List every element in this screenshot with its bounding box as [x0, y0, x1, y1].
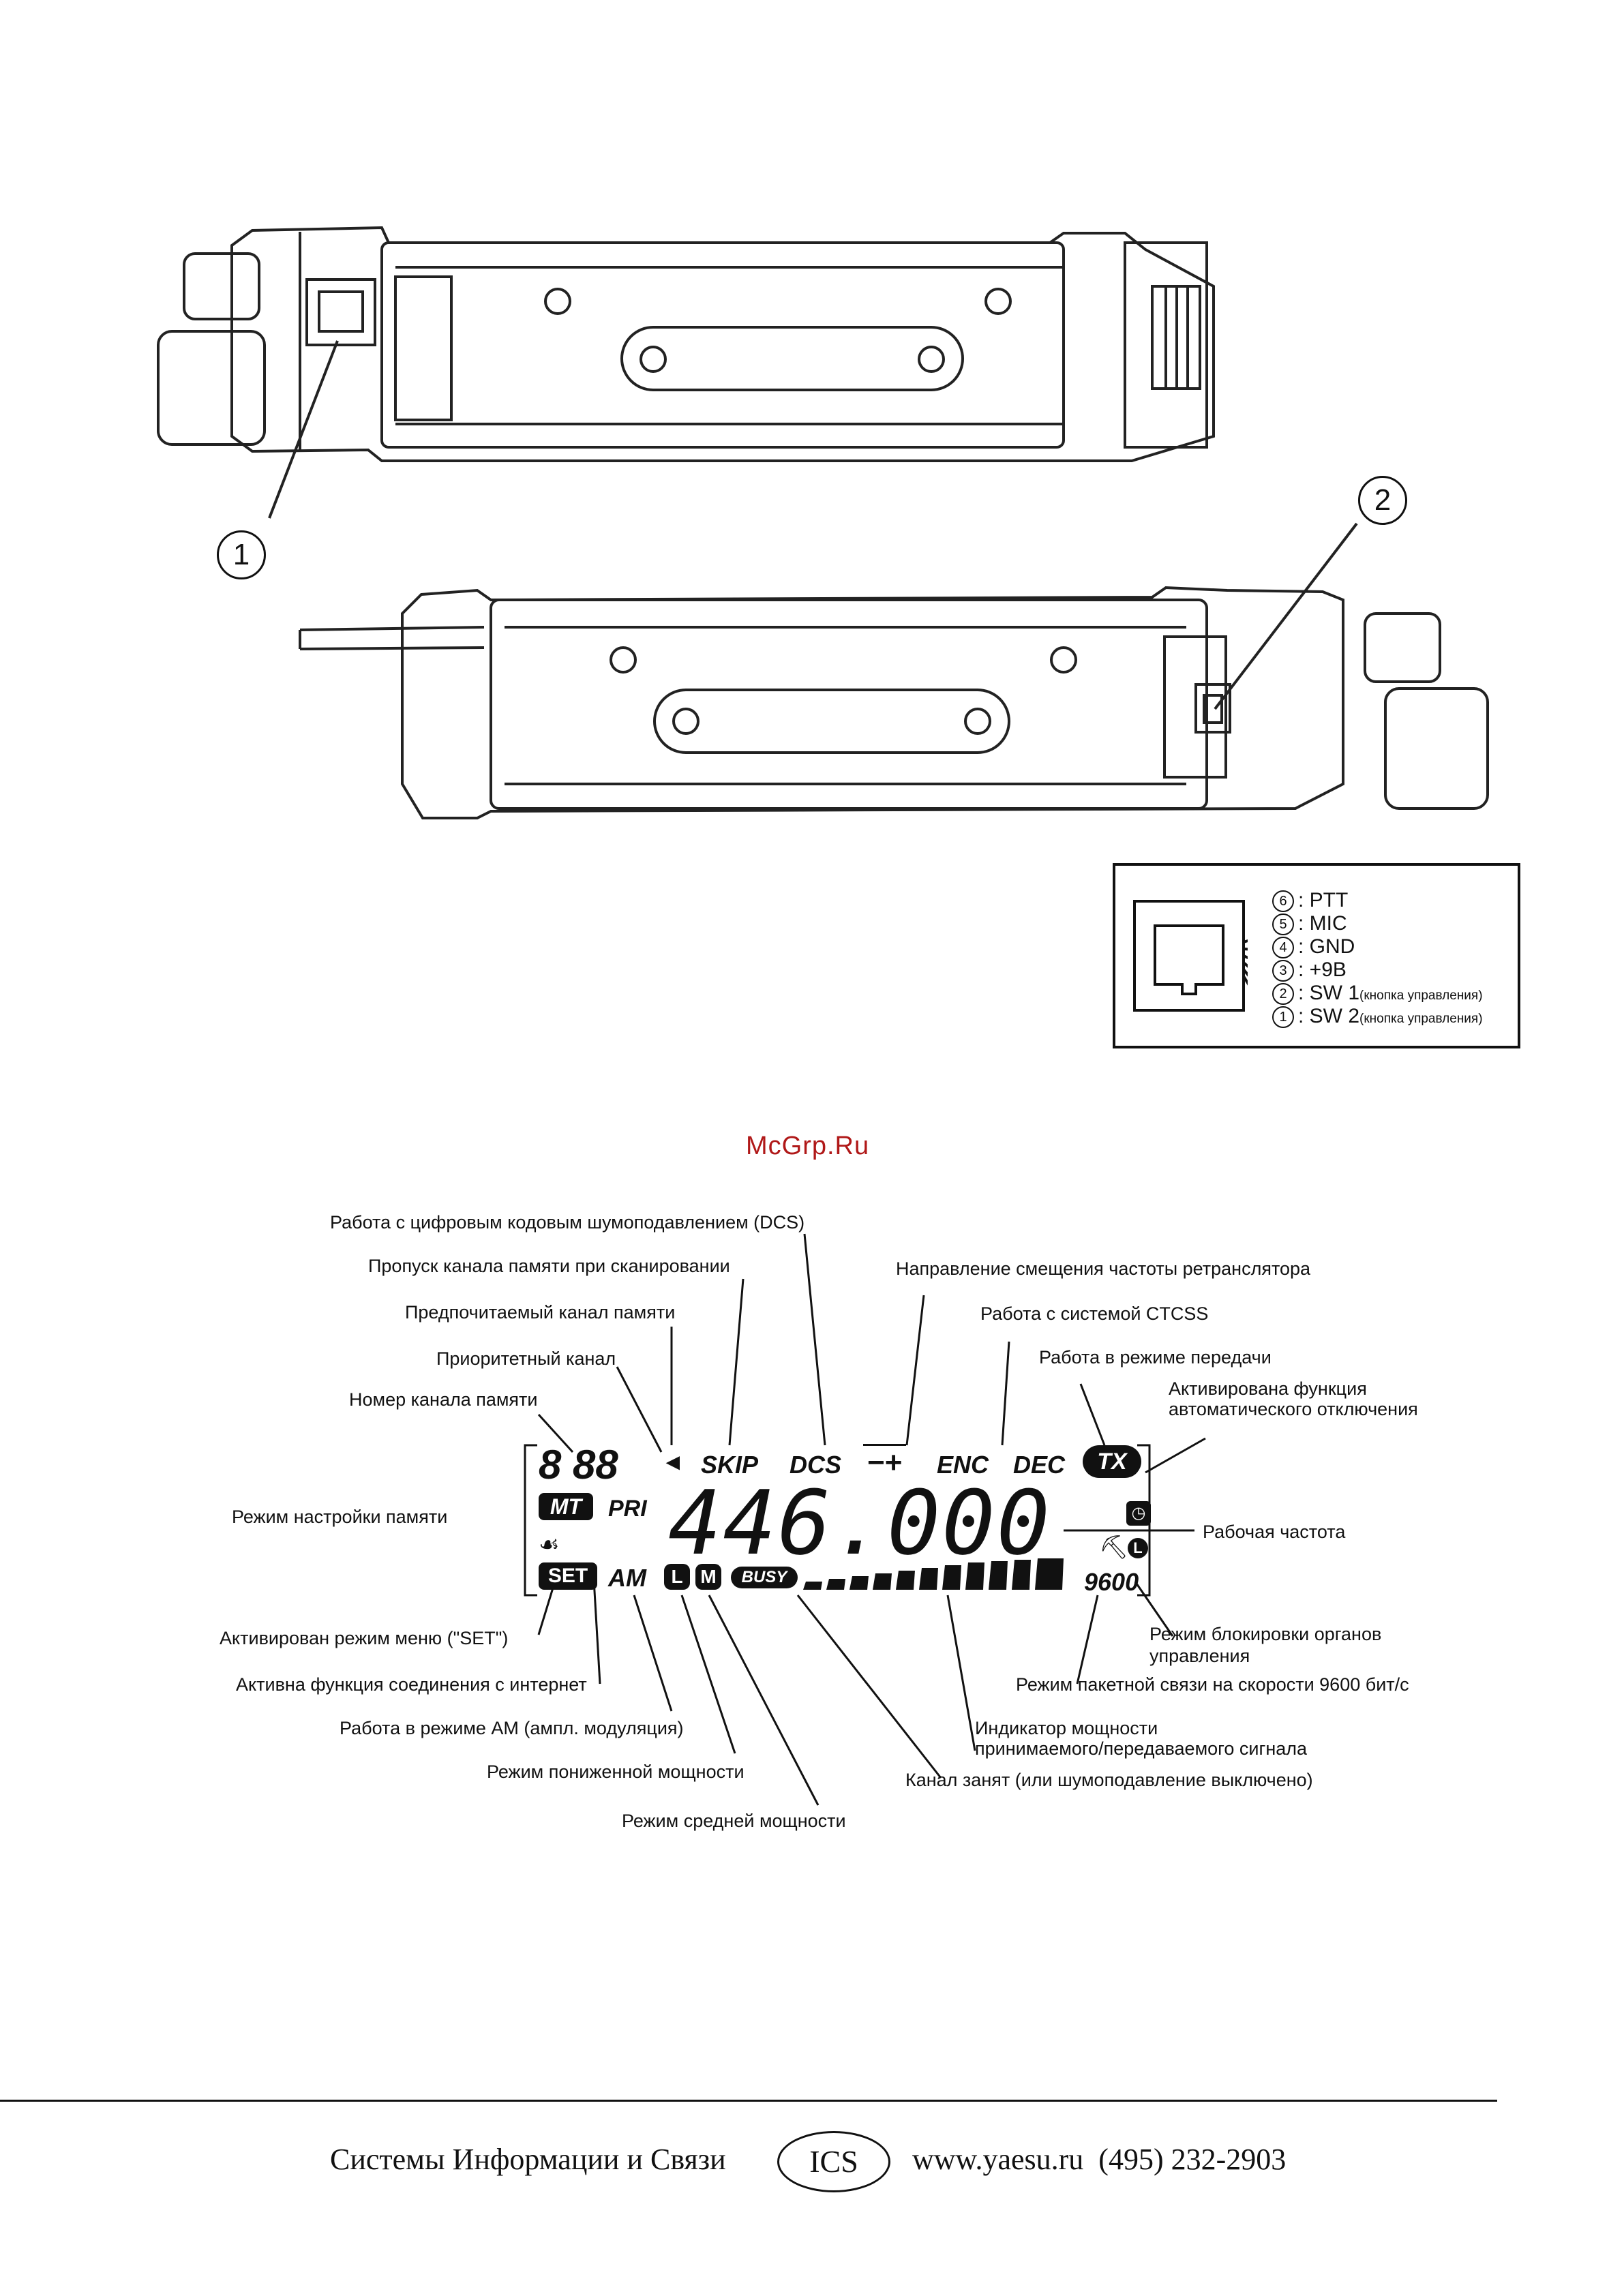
label-apo-1: Активирована функция: [1169, 1378, 1367, 1399]
dec-indicator: DEC: [1013, 1451, 1066, 1479]
callout-2: 2: [1358, 476, 1407, 525]
mid-power-badge: M: [695, 1564, 721, 1590]
label-priority: Приоритетный канал: [436, 1348, 616, 1369]
pin-note: (кнопка управления): [1359, 1012, 1483, 1026]
watermark-link[interactable]: McGrp.Ru: [746, 1132, 870, 1160]
pin-name: : SW 2: [1298, 1005, 1360, 1027]
pin-row-4: 4: GND: [1272, 935, 1355, 961]
label-smeter-2: принимаемого/передаваемого сигнала: [975, 1738, 1308, 1759]
label-internet: Активна функция соединения с интернет: [236, 1674, 587, 1695]
busy-badge: BUSY: [731, 1567, 798, 1588]
label-ctcss: Работа с системой CTCSS: [980, 1303, 1209, 1324]
pin-number: 1: [1272, 1006, 1294, 1029]
lcd-display: 8 88 ◄ SKIP DCS −+ ENC DEC TX MT PRI 446…: [532, 1438, 1151, 1596]
dcs-indicator: DCS: [790, 1451, 842, 1479]
apo-clock-icon: ◷: [1126, 1501, 1151, 1526]
footer-company: Системы Информации и Связи: [330, 2143, 726, 2176]
internet-icon: ☙: [539, 1532, 560, 1558]
pin-row-5: 5: MIC: [1272, 912, 1347, 938]
enc-indicator: ENC: [937, 1451, 989, 1479]
pin-number: 2: [1272, 983, 1294, 1006]
label-tx: Работа в режиме передачи: [1039, 1347, 1272, 1368]
pin-number: 5: [1272, 913, 1294, 936]
memory-channel-digits: 8 88: [539, 1442, 618, 1487]
lcd-diagram-lines: [524, 1233, 1206, 1806]
pin-name: : PTT: [1298, 889, 1349, 911]
label-mid-power: Режим средней мощности: [622, 1811, 846, 1831]
pin-note: (кнопка управления): [1359, 988, 1483, 1003]
pin-number: 3: [1272, 960, 1294, 982]
label-am: Работа в режиме AM (ампл. модуляция): [340, 1718, 684, 1738]
set-badge: SET: [539, 1562, 597, 1590]
label-low-power: Режим пониженной мощности: [487, 1762, 745, 1782]
mt-badge: MT: [539, 1493, 593, 1520]
pin-row-6: 6: PTT: [1272, 889, 1348, 915]
footer-url-phone[interactable]: www.yaesu.ru (495) 232-2903: [912, 2143, 1287, 2176]
pin-row-2: 2: SW 1(кнопка управления): [1272, 982, 1483, 1008]
skip-indicator: SKIP: [701, 1451, 759, 1479]
key-lock-icon: ⛏: [1099, 1535, 1129, 1560]
radio-side-views: [157, 226, 1489, 819]
label-smeter-1: Индикатор мощности: [975, 1718, 1158, 1738]
label-set-menu: Активирован режим меню ("SET"): [220, 1628, 509, 1648]
shift-indicator: −+: [863, 1444, 907, 1480]
label-op-freq: Рабочая частота: [1203, 1522, 1346, 1542]
label-apo-2: автоматического отключения: [1169, 1399, 1418, 1419]
rj-jack-icon: [1133, 900, 1248, 1012]
label-lock-2: управления: [1149, 1646, 1250, 1666]
label-mem-number: Номер канала памяти: [349, 1389, 538, 1410]
label-mem-tune: Режим настройки памяти: [232, 1507, 448, 1527]
preferred-marker: ◄: [661, 1449, 685, 1475]
pin-name: : SW 1: [1298, 982, 1360, 1004]
pin-name: : +9B: [1298, 958, 1347, 981]
pinout-box: 6: PTT 5: MIC 4: GND 3: +9B 2: SW 1(кноп…: [1113, 863, 1520, 1048]
ics-logo: ICS: [777, 2131, 890, 2192]
signal-meter-bars: [803, 1558, 1064, 1590]
label-skip: Пропуск канала памяти при сканировании: [368, 1256, 730, 1276]
am-indicator: AM: [608, 1564, 646, 1592]
pin-name: : GND: [1298, 935, 1355, 958]
label-lock-1: Режим блокировки органов: [1149, 1624, 1382, 1644]
pin-row-3: 3: +9B: [1272, 958, 1347, 984]
label-packet: Режим пакетной связи на скорости 9600 би…: [1016, 1674, 1409, 1695]
low-power-badge: L: [664, 1564, 690, 1590]
pin-number: 6: [1272, 890, 1294, 913]
pri-indicator: PRI: [608, 1496, 647, 1522]
pin-number: 4: [1272, 937, 1294, 959]
pin-name: : MIC: [1298, 912, 1347, 935]
lock-letter-badge: L: [1128, 1538, 1148, 1558]
frequency-readout: 446.000: [668, 1471, 1051, 1575]
footer-rule: [0, 2100, 1497, 2102]
label-busy: Канал занят (или шумоподавление выключен…: [905, 1770, 1313, 1790]
tx-badge: TX: [1083, 1445, 1141, 1478]
label-shift: Направление смещения частоты ретранслято…: [896, 1258, 1311, 1279]
pin-row-1: 1: SW 2(кнопка управления): [1272, 1005, 1483, 1031]
baud-indicator: 9600: [1084, 1568, 1139, 1596]
label-dcs: Работа с цифровым кодовым шумоподавление…: [330, 1212, 805, 1233]
label-preferred: Предпочитаемый канал памяти: [405, 1302, 676, 1323]
callout-1: 1: [217, 530, 266, 579]
